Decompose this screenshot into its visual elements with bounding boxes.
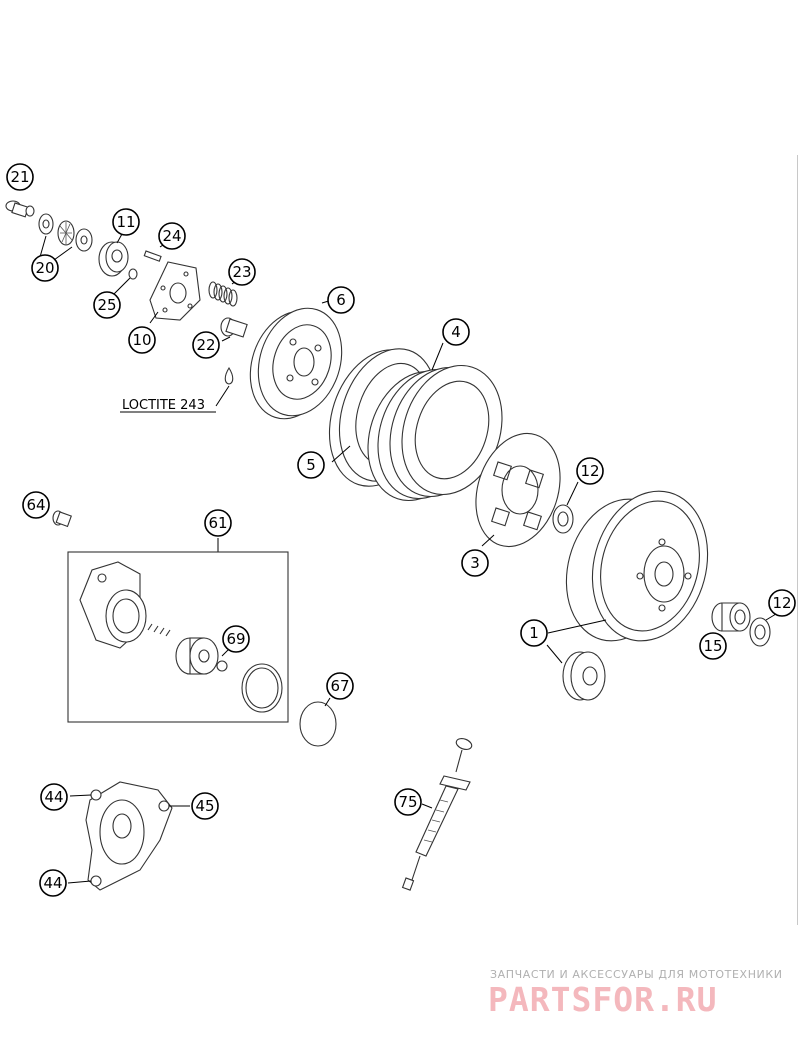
- callout-11: 11: [112, 208, 140, 236]
- svg-text:75: 75: [398, 793, 417, 811]
- callout-12-upper: 12: [576, 457, 604, 485]
- part-11-pressure-cap: [98, 233, 129, 277]
- callout-22: 22: [192, 331, 220, 359]
- svg-text:12: 12: [580, 462, 599, 480]
- svg-text:23: 23: [232, 263, 251, 281]
- part-15-bushing: [711, 602, 751, 632]
- callout-44-lower: 44: [39, 869, 67, 897]
- part-21-bolt: [5, 200, 35, 218]
- svg-text:22: 22: [196, 336, 215, 354]
- callout-75: 75: [394, 788, 422, 816]
- part-12-washer-lower: [749, 613, 777, 647]
- watermark-logo: PARTSFOR.RU: [488, 980, 718, 1019]
- svg-text:11: 11: [116, 213, 135, 231]
- callout-4: 4: [442, 318, 470, 346]
- part-1-clutch-basket: [546, 490, 709, 664]
- part-4-clutch-disc-pack: [367, 342, 503, 502]
- callout-64: 64: [22, 491, 50, 519]
- svg-text:4: 4: [451, 323, 461, 341]
- callout-61: 61: [204, 509, 232, 537]
- svg-text:24: 24: [162, 227, 181, 245]
- svg-text:64: 64: [26, 496, 45, 514]
- svg-text:LOCTITE 243: LOCTITE 243: [122, 398, 205, 413]
- part-25-circlip: [111, 268, 138, 297]
- svg-text:15: 15: [703, 637, 722, 655]
- part-20-washer-bearing: [38, 213, 93, 261]
- loctite-note: LOCTITE 243: [120, 398, 216, 413]
- loctite-drop: [215, 366, 234, 407]
- svg-text:10: 10: [132, 331, 151, 349]
- svg-text:44: 44: [43, 874, 62, 892]
- svg-text:5: 5: [306, 456, 316, 474]
- callout-20: 20: [31, 254, 59, 282]
- callout-6: 6: [327, 286, 355, 314]
- callout-45: 45: [191, 792, 219, 820]
- svg-text:21: 21: [10, 168, 29, 186]
- callout-21: 21: [6, 163, 34, 191]
- primary-drive-gear: [562, 651, 606, 701]
- svg-text:67: 67: [330, 677, 349, 695]
- part-64-screw: [52, 510, 72, 528]
- svg-text:25: 25: [97, 296, 116, 314]
- callout-67: 67: [326, 672, 354, 700]
- part-44-45-cover: [67, 781, 190, 891]
- svg-text:12: 12: [772, 594, 791, 612]
- part-12-washer-upper: [552, 481, 579, 534]
- svg-text:61: 61: [208, 514, 227, 532]
- callout-12-lower: 12: [768, 589, 796, 617]
- svg-text:1: 1: [529, 624, 539, 642]
- part-10-pressure-plate: [149, 261, 201, 324]
- page-edge-line: [797, 155, 798, 925]
- part-75-grease-syringe: [401, 738, 473, 891]
- part-3-pressure-disc: [475, 432, 561, 548]
- callout-15: 15: [699, 632, 727, 660]
- part-23-spring: [208, 280, 238, 307]
- svg-text:69: 69: [226, 630, 245, 648]
- svg-text:3: 3: [470, 554, 480, 572]
- svg-text:20: 20: [35, 259, 54, 277]
- callout-25: 25: [93, 291, 121, 319]
- callout-44-upper: 44: [40, 783, 68, 811]
- svg-text:45: 45: [195, 797, 214, 815]
- watermark-caption: ЗАПЧАСТИ И АКСЕССУАРЫ ДЛЯ МОТОТЕХНИКИ: [490, 968, 783, 981]
- callout-69: 69: [222, 625, 250, 653]
- callout-24: 24: [158, 222, 186, 250]
- svg-text:44: 44: [44, 788, 63, 806]
- part-61-slave-cylinder-group: [67, 538, 289, 723]
- part-6-inner-clutch-hub: [249, 299, 343, 420]
- svg-text:6: 6: [336, 291, 346, 309]
- callout-23: 23: [228, 258, 256, 286]
- part-67-o-ring: [299, 697, 337, 747]
- callout-10: 10: [128, 326, 156, 354]
- part-22-bolt: [220, 317, 248, 342]
- callout-5: 5: [297, 451, 325, 479]
- callout-3: 3: [461, 549, 489, 577]
- callout-1: 1: [520, 619, 548, 647]
